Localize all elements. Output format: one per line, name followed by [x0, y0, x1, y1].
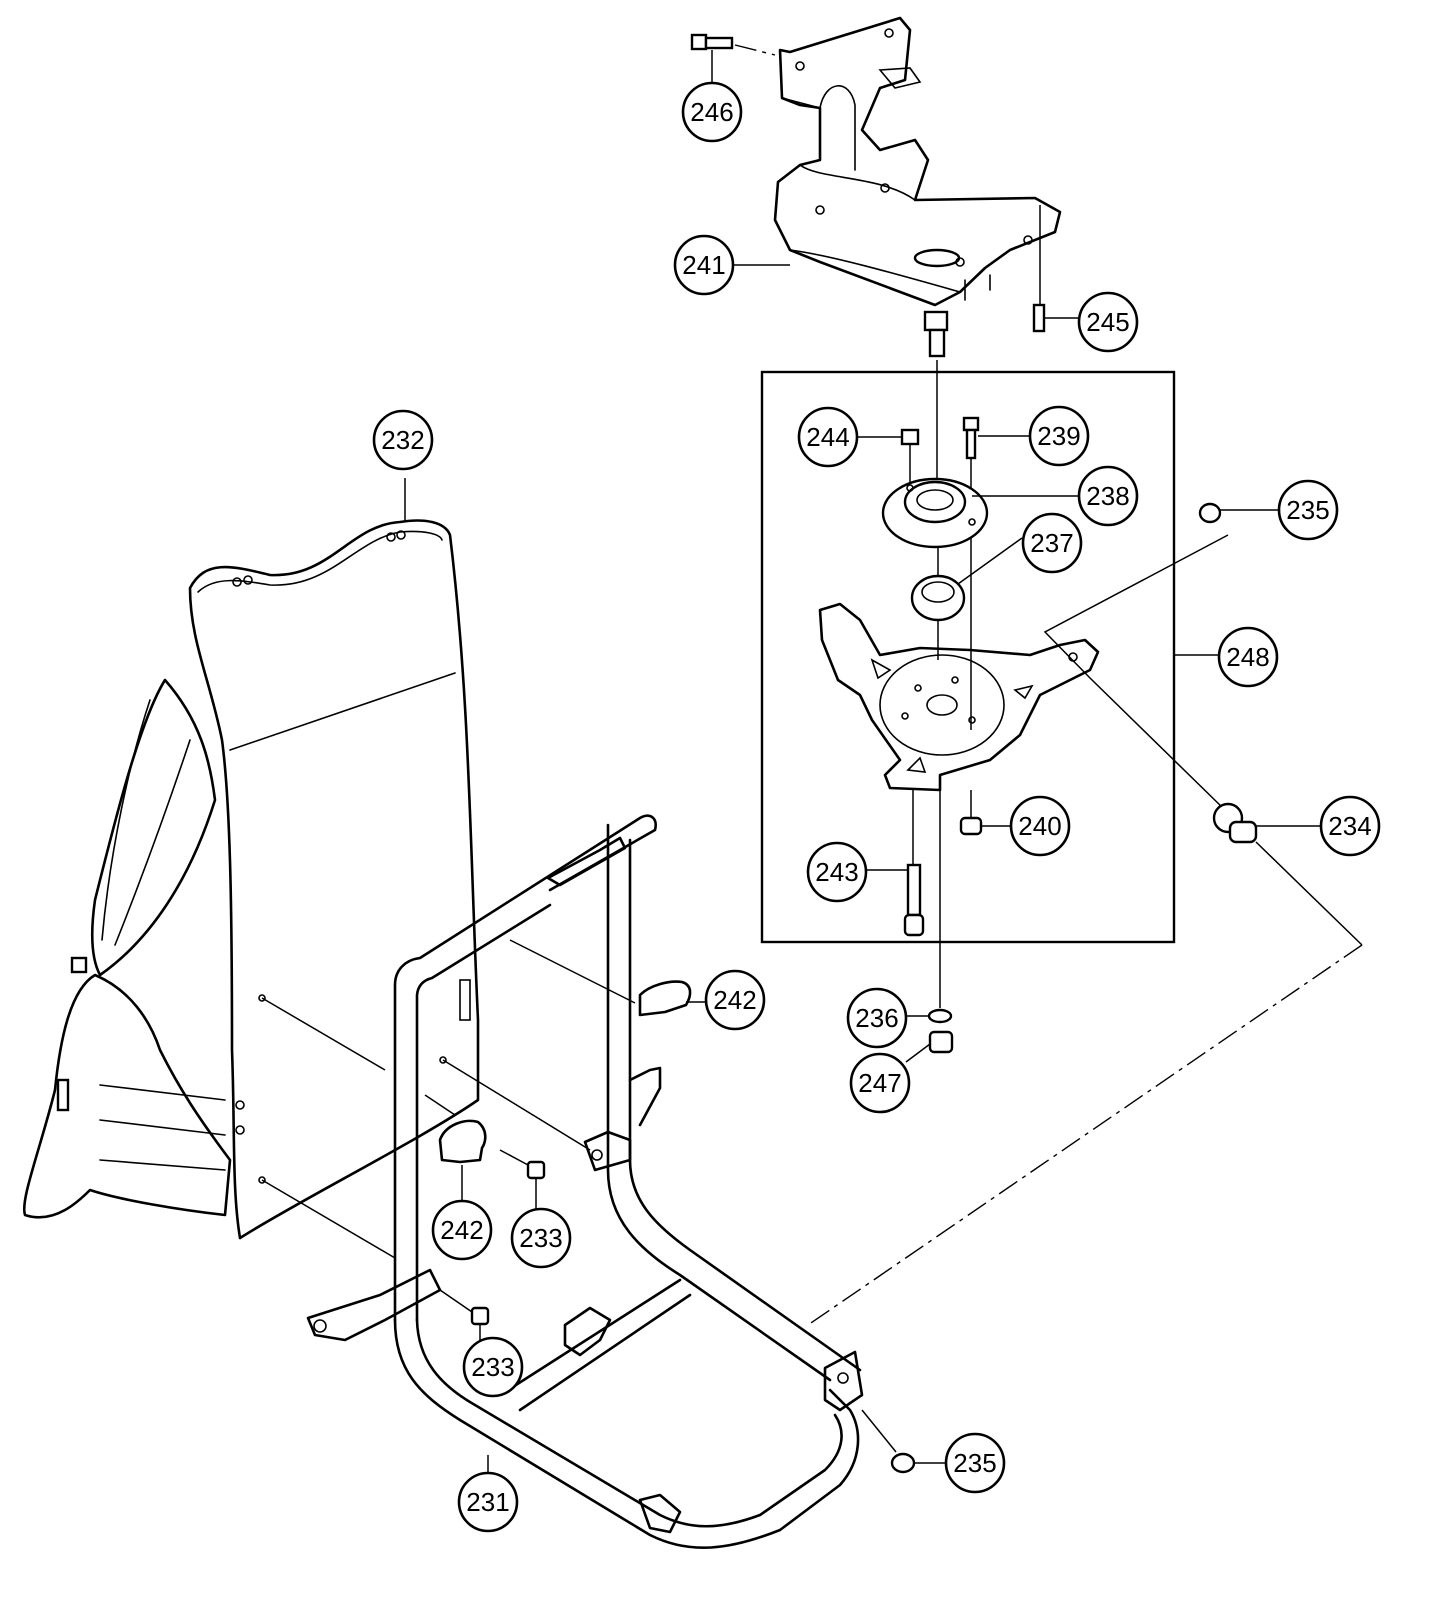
callout-label-233-upper: 233	[519, 1223, 562, 1253]
callout-238: 238	[1077, 465, 1139, 527]
clamp-242-lower	[438, 1119, 487, 1200]
callout-label-239: 239	[1037, 421, 1080, 451]
callout-label-235-top: 235	[1286, 495, 1329, 525]
callout-239: 239	[1028, 405, 1090, 467]
sub-assembly-box-248	[760, 370, 1176, 944]
callout-237: 237	[1021, 512, 1083, 574]
callout-label-245: 245	[1086, 307, 1129, 337]
callout-231: 231	[457, 1471, 519, 1533]
callout-242-lower: 242	[431, 1199, 493, 1261]
callout-235-top: 235	[1277, 479, 1339, 541]
nut-247	[905, 1030, 954, 1063]
callout-234: 234	[1319, 795, 1381, 857]
callout-247: 247	[849, 1052, 911, 1114]
callout-label-238: 238	[1086, 481, 1129, 511]
callout-label-233-lower: 233	[471, 1352, 514, 1382]
callout-label-234: 234	[1328, 811, 1371, 841]
screw-239	[962, 416, 1030, 730]
callout-label-236: 236	[855, 1003, 898, 1033]
bolt-233-upper	[526, 1160, 546, 1210]
nut-235-bottom	[861, 1409, 946, 1474]
callout-235-bottom: 235	[944, 1432, 1006, 1494]
callout-236: 236	[846, 987, 908, 1049]
nut-240	[959, 790, 1010, 836]
callout-label-231: 231	[466, 1487, 509, 1517]
callout-232: 232	[372, 409, 434, 471]
callout-240: 240	[1009, 795, 1071, 857]
callout-245: 245	[1077, 291, 1139, 353]
callout-label-247: 247	[858, 1068, 901, 1098]
flange-bearing-238	[881, 477, 1080, 549]
callout-241: 241	[673, 234, 790, 296]
callout-label-235-bottom: 235	[953, 1448, 996, 1478]
three-arm-plate	[818, 602, 1100, 792]
bearing-237	[910, 537, 1023, 622]
callout-label-237: 237	[1030, 528, 1073, 558]
callout-label-244: 244	[806, 422, 849, 452]
washer-236	[905, 1008, 953, 1024]
bolt-246	[690, 33, 776, 88]
bolt-243	[866, 790, 925, 937]
back-panel-232	[188, 478, 480, 1240]
callout-label-246: 246	[690, 97, 733, 127]
assembly-guide-lines	[258, 994, 591, 1313]
nut-235-top	[1043, 502, 1278, 811]
callout-242-upper: 242	[704, 969, 766, 1031]
nut-244	[857, 428, 920, 488]
screw-245	[1032, 205, 1078, 333]
callout-label-232: 232	[381, 425, 424, 455]
callout-label-242-lower: 242	[440, 1215, 483, 1245]
callout-233-lower: 233	[462, 1336, 524, 1398]
callout-246: 246	[681, 81, 743, 143]
callout-label-248: 248	[1226, 642, 1269, 672]
mounting-bracket-241	[773, 16, 1062, 358]
callout-233-upper: 233	[510, 1207, 572, 1269]
callout-248: 248	[1217, 626, 1279, 688]
callout-244: 244	[797, 406, 859, 468]
clamp-242-upper	[509, 939, 705, 1017]
bolt-233-lower	[470, 1306, 490, 1340]
callout-label-240: 240	[1018, 811, 1061, 841]
callout-label-243: 243	[815, 857, 858, 887]
frame-231	[306, 814, 864, 1550]
callout-label-242-upper: 242	[713, 985, 756, 1015]
shoulder-strap-padding	[22, 678, 232, 1219]
callout-243: 243	[806, 841, 868, 903]
callout-label-241: 241	[682, 250, 725, 280]
knob-234	[807, 802, 1363, 1326]
